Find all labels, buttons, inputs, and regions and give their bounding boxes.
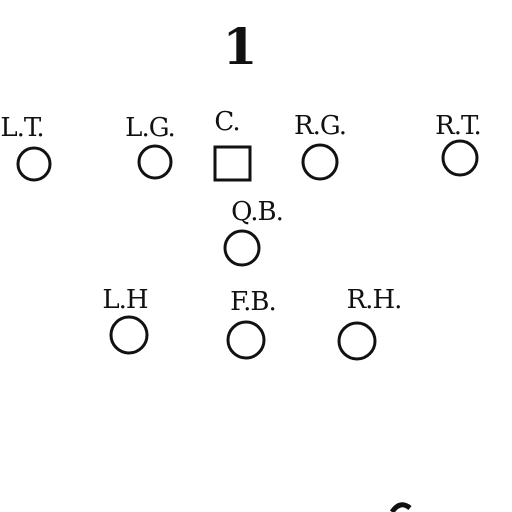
player-label-rh: R.H. [347, 285, 402, 315]
player-label-lg: L.G. [125, 113, 175, 143]
next-figure-fragment [389, 502, 412, 512]
player-marker-lg [137, 144, 173, 180]
player-label-c: C. [214, 107, 239, 137]
player-marker-qb [223, 229, 261, 267]
player-label-fb: F.B. [230, 287, 276, 317]
player-marker-c [213, 145, 252, 182]
player-marker-rg [301, 143, 339, 181]
player-right-guard: R.G. [294, 111, 347, 181]
player-left-halfback: L.H [102, 285, 149, 355]
player-left-tackle: L.T. [0, 113, 52, 182]
player-right-halfback: R.H. [337, 285, 402, 361]
player-center: C. [213, 107, 252, 182]
player-quarterback: Q.B. [223, 197, 284, 267]
player-marker-rt [441, 139, 479, 177]
player-label-rg: R.G. [294, 111, 346, 141]
player-label-rt: R.T. [435, 111, 481, 141]
player-right-tackle: R.T. [435, 111, 482, 177]
player-marker-lh [109, 315, 149, 355]
player-left-guard: L.G. [125, 113, 176, 180]
player-marker-rh [337, 321, 377, 361]
player-label-lt: L.T. [0, 113, 43, 143]
player-fullback: F.B. [226, 287, 277, 360]
player-marker-fb [226, 320, 266, 360]
player-marker-lt [16, 146, 52, 182]
player-label-lh: L.H [102, 285, 148, 315]
play-number: 1 [223, 17, 258, 76]
player-label-qb: Q.B. [231, 197, 283, 227]
